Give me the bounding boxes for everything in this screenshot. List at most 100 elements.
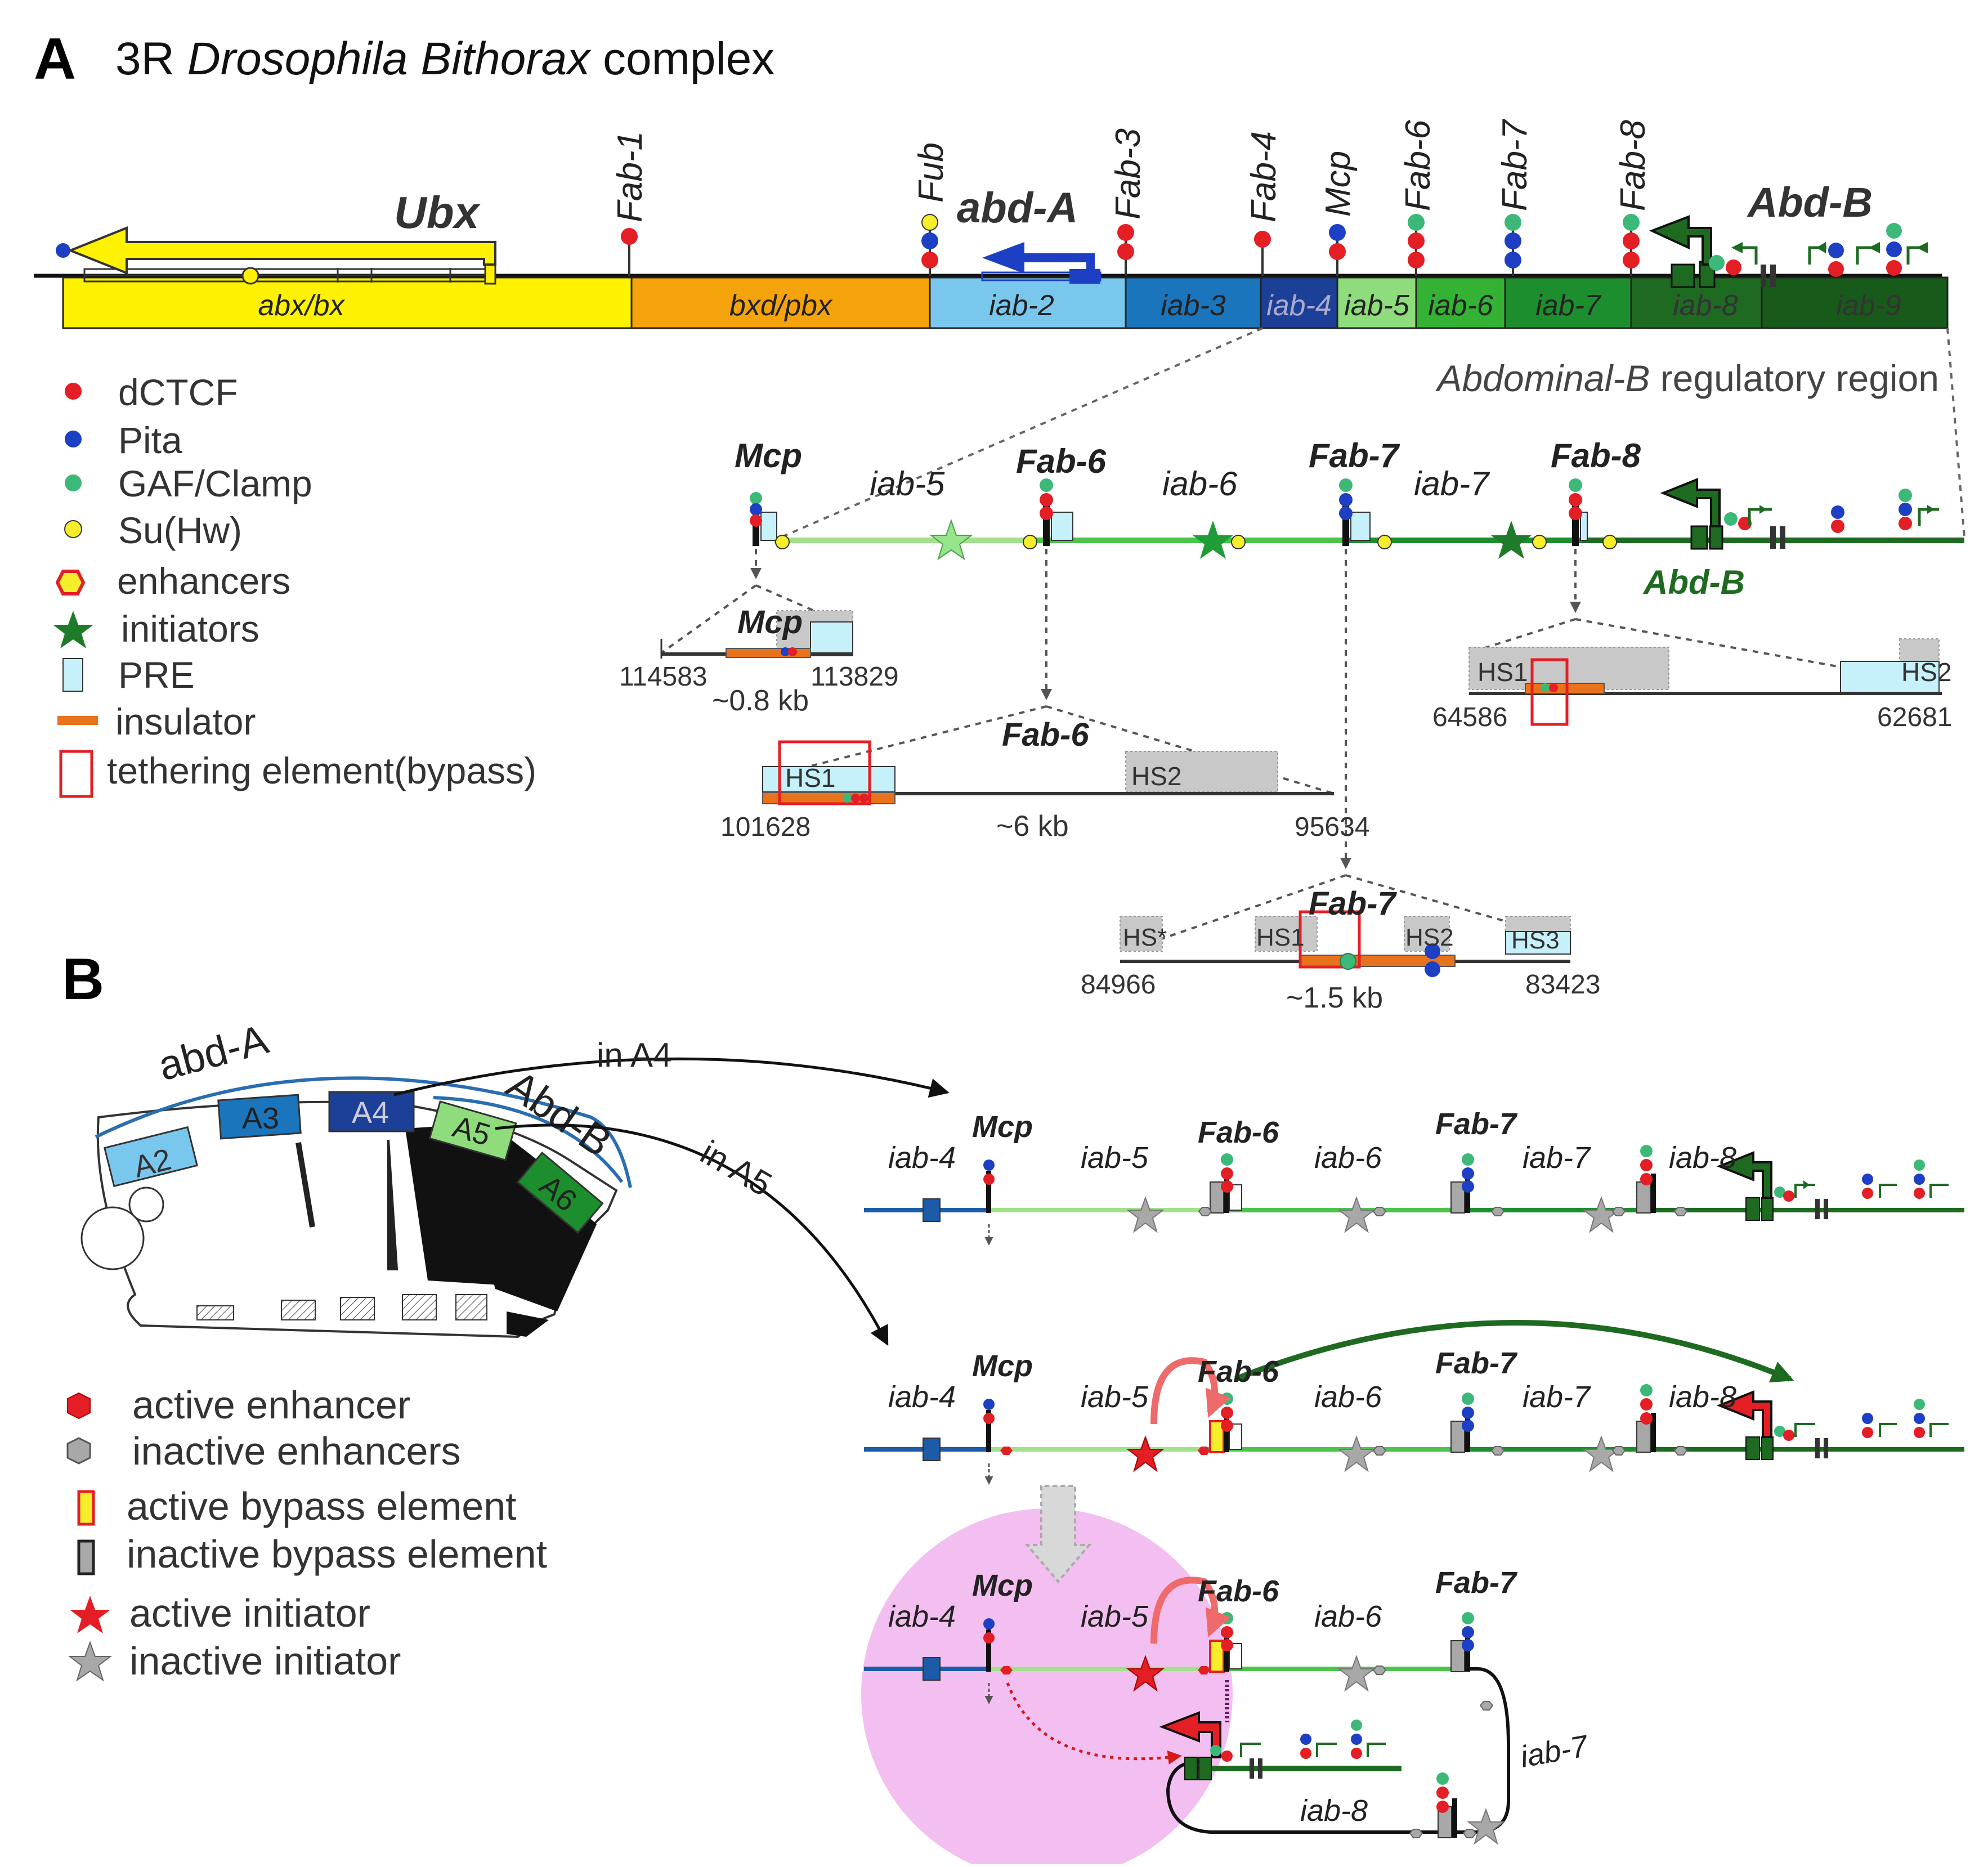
fab6-inset-size: ~6 kb <box>996 810 1069 843</box>
inset-fab8: HS1 HS2 64586 62681 <box>1432 638 1952 732</box>
inset-fab7: HS* HS1 HS2 HS3 Fab-7 84966 83423 ~1.5 k… <box>1081 885 1600 1014</box>
embryo-schematic <box>80 1076 632 1338</box>
ubx-gene <box>56 226 496 285</box>
zoom-label-fab-8: Fab-8 <box>1551 437 1641 474</box>
bypass-to-promoter-arc <box>1234 1320 1794 1383</box>
legend-enhancers: enhancers <box>117 560 290 602</box>
boundary-label-fab-8: Fab-8 <box>1614 120 1653 211</box>
boundary-markers <box>621 214 1902 277</box>
insulator-bar-icon <box>57 716 98 725</box>
fab6-inset-left: 101628 <box>720 812 811 842</box>
row2-label-iab-4: iab-4 <box>888 1380 956 1414</box>
inset-fab6: HS1 HS2 Fab-6 101628 95634 ~6 kb <box>720 717 1369 843</box>
row-a4-labels: iab-4 Mcp iab-5 Fab-6 iab-6 Fab-7 iab-7 … <box>888 1107 1736 1175</box>
transition-arrow-icon <box>1024 1485 1092 1584</box>
zoom-label-fab-6: Fab-6 <box>1016 442 1107 480</box>
fab8-inset-right: 62681 <box>1877 702 1952 732</box>
row-a4 <box>864 1145 1964 1246</box>
row2-label-mcp: Mcp <box>972 1349 1033 1383</box>
zoom-label-iab-5: iab-5 <box>870 465 945 503</box>
title-italic: Drosophila Bithorax <box>187 33 592 84</box>
legend-pita: Pita <box>118 419 182 461</box>
domain-labels: abx/bx bxd/pbx iab-2 iab-3 iab-4 iab-5 i… <box>258 289 1901 322</box>
zoom-label-abd-b: Abd-B <box>1642 563 1745 601</box>
fab8-inset-hs2: HS2 <box>1901 657 1951 687</box>
row3-label-iab-4: iab-4 <box>888 1600 956 1633</box>
zoom-label-iab-6: iab-6 <box>1162 465 1238 503</box>
row1-label-iab-4: iab-4 <box>888 1141 956 1175</box>
domain-bxd-pbx <box>630 276 931 329</box>
domain-iab-2 <box>929 276 1127 329</box>
segment-arrows <box>393 1057 950 1346</box>
legend-active-bypass: active bypass element <box>127 1484 517 1528</box>
row1-label-iab-8: iab-8 <box>1669 1141 1736 1175</box>
row3-label-fab-6: Fab-6 <box>1198 1574 1279 1608</box>
legend-active-initiator: active initiator <box>129 1591 370 1635</box>
pita-site-icon <box>56 243 70 258</box>
domain-label-bxd-pbx: bxd/pbx <box>729 289 833 322</box>
legend-active-enhancer: active enhancer <box>132 1383 410 1427</box>
legend-su-hw: Su(Hw) <box>118 509 242 551</box>
panel-b-legend: active enhancer inactive enhancers activ… <box>66 1383 547 1683</box>
zoom-labels: Mcp iab-5 Fab-6 iab-6 Fab-7 iab-7 Fab-8 … <box>735 437 1745 601</box>
boundary-label-fab-1: Fab-1 <box>611 131 650 222</box>
embryo-label-abd-a: abd-A <box>154 1015 274 1089</box>
domain-label-iab-3: iab-3 <box>1161 289 1226 322</box>
yellow-dot-icon <box>64 520 82 538</box>
abd-a-arrow-icon <box>982 242 1095 274</box>
boundary-label-fab-4: Fab-4 <box>1244 131 1283 222</box>
row1-label-mcp: Mcp <box>972 1110 1033 1144</box>
legend-pre: PRE <box>118 654 195 696</box>
row3-label-iab-6: iab-6 <box>1314 1600 1382 1633</box>
red-star-icon <box>70 1596 110 1633</box>
panel-a-legend: dCTCF Pita GAF/Clamp Su(Hw) enhancers in… <box>53 371 536 798</box>
zoom-region-track <box>750 478 1964 561</box>
row-loop <box>864 1577 1510 1845</box>
boundary-label-fab-6: Fab-6 <box>1399 120 1438 211</box>
boundary-label-fab-7: Fab-7 <box>1496 119 1534 211</box>
domain-abx-bx <box>62 276 633 329</box>
hexagon-icon <box>55 570 86 596</box>
row2-label-iab-5: iab-5 <box>1081 1380 1149 1414</box>
zoom-connectors <box>773 327 1965 541</box>
gray-hexagon-icon <box>66 1437 91 1465</box>
title-post: complex <box>590 33 774 84</box>
fab8-inset-hs1: HS1 <box>1477 657 1528 687</box>
abd-a-label: abd-A <box>957 184 1078 232</box>
legend-initiators: initiators <box>121 608 259 650</box>
row2-label-iab-8: iab-8 <box>1669 1380 1736 1414</box>
row3-label-iab-8: iab-8 <box>1300 1794 1368 1828</box>
row3-label-mcp: Mcp <box>972 1569 1033 1602</box>
ubx-arrow-icon <box>67 226 496 275</box>
mcp-inset-size: ~0.8 kb <box>712 684 809 717</box>
fab7-inset-hs2: HS2 <box>1405 924 1454 951</box>
yellow-bypass-icon <box>77 1490 95 1526</box>
panel-b-letter: B <box>62 947 104 1012</box>
domain-label-iab-7: iab-7 <box>1535 289 1602 322</box>
domain-label-abx-bx: abx/bx <box>258 289 345 322</box>
domain-label-iab-6: iab-6 <box>1428 289 1493 322</box>
fab6-inset-hs1: HS1 <box>785 763 835 793</box>
domain-label-iab-4: iab-4 <box>1266 289 1332 322</box>
legend-inactive-bypass: inactive bypass element <box>127 1532 547 1576</box>
fab7-inset-hs3: HS3 <box>1511 926 1560 954</box>
row1-label-fab-6: Fab-6 <box>1198 1116 1279 1149</box>
pre-box-icon <box>62 658 83 692</box>
abd-b-label: Abd-B <box>1747 179 1873 226</box>
regulatory-region-label: Abdominal-B regulatory region <box>1435 357 1940 399</box>
zoom-label-iab-7: iab-7 <box>1414 465 1490 503</box>
domain-bars <box>62 276 1949 329</box>
inset-mcp: Mcp 114583 113829 ~0.8 kb <box>619 604 899 717</box>
domain-label-iab-2: iab-2 <box>989 289 1054 322</box>
legend-gaf-clamp: GAF/Clamp <box>118 463 312 504</box>
fab7-inset-hs1: HS1 <box>1256 924 1305 951</box>
row3-label-iab-5: iab-5 <box>1081 1600 1149 1633</box>
row2-label-iab-6: iab-6 <box>1314 1380 1382 1414</box>
fab7-inset-left: 84966 <box>1081 970 1156 1000</box>
segment-a3: A3 <box>242 1102 279 1135</box>
fab6-inset-right: 95634 <box>1295 812 1369 842</box>
blue-dot-icon <box>65 431 82 447</box>
fab8-inset-left: 64586 <box>1432 702 1507 732</box>
mcp-inset-right: 113829 <box>811 662 899 692</box>
